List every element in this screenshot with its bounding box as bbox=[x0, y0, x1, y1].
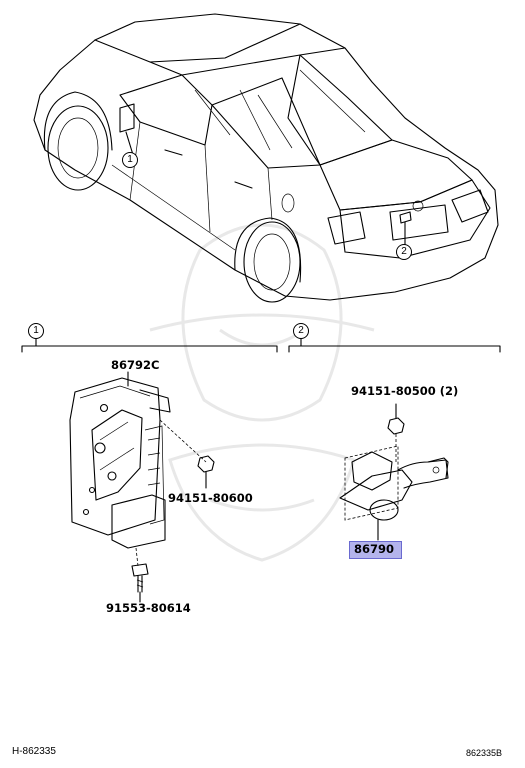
bolt-91553-80614-drawing bbox=[131, 547, 149, 603]
part-label-94151-80500[interactable]: 94151-80500 (2) bbox=[351, 384, 459, 398]
callout-1-car: 1 bbox=[122, 152, 138, 168]
part-label-86790[interactable]: 86790 bbox=[354, 542, 395, 556]
part-label-86792c[interactable]: 86792C bbox=[111, 358, 160, 372]
bracket-86792c-drawing bbox=[69, 371, 171, 549]
group-bracket-right bbox=[288, 338, 501, 353]
part-label-94151-80600[interactable]: 94151-80600 bbox=[168, 491, 253, 505]
part-label-91553-80614[interactable]: 91553-80614 bbox=[106, 601, 191, 615]
group-marker-1: 1 bbox=[28, 323, 44, 339]
callout-2-car: 2 bbox=[396, 244, 412, 260]
group-marker-2: 2 bbox=[293, 323, 309, 339]
diagram-code-left: H-862335 bbox=[12, 746, 56, 757]
nut-94151-80600-drawing bbox=[159, 419, 215, 489]
car-body-outline bbox=[33, 13, 499, 303]
camera-86790-drawing bbox=[339, 403, 449, 541]
diagram-code-right: 862335B bbox=[466, 748, 503, 758]
group-bracket-left bbox=[21, 338, 278, 353]
highlight-86790 bbox=[349, 541, 402, 559]
watermark-emblem bbox=[149, 223, 375, 562]
